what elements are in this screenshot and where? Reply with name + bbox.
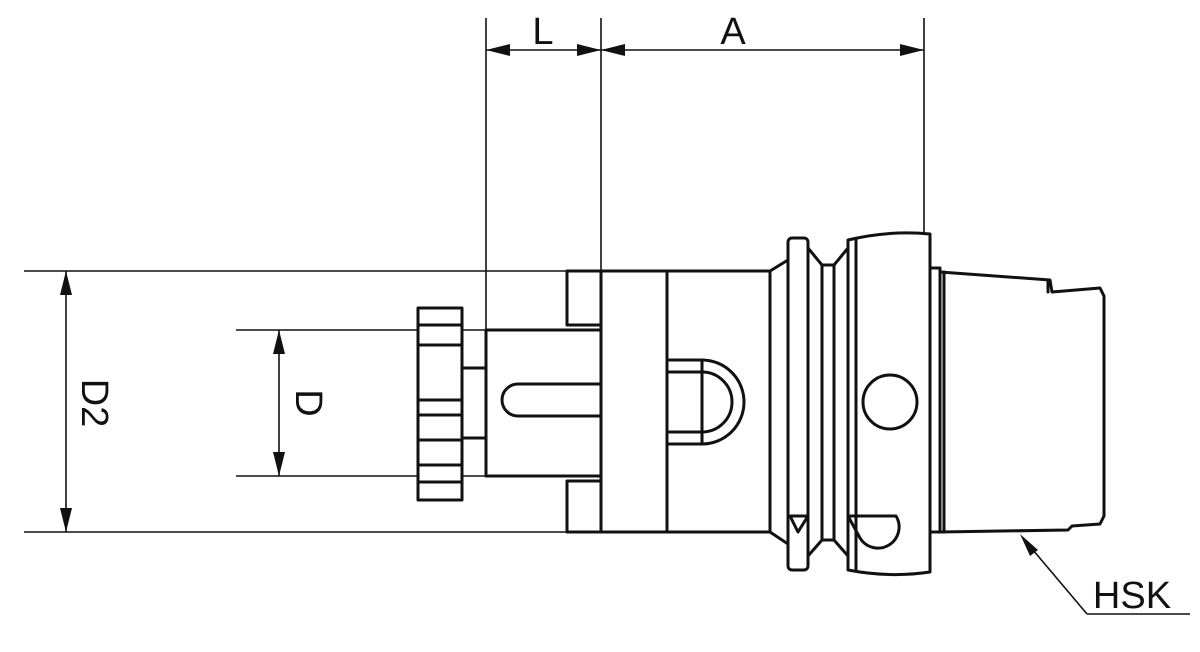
dimension-lines (24, 18, 925, 533)
hsk-shank (928, 266, 1106, 534)
clamping-nut (416, 306, 488, 502)
leader-HSK: HSK (1020, 534, 1190, 617)
label-HSK: HSK (1093, 575, 1171, 617)
label-L: L (532, 11, 553, 53)
coolant-hole-icon (861, 373, 919, 431)
dimension-L: L (486, 11, 601, 56)
dimension-A: A (601, 11, 924, 56)
tool-holder (416, 231, 1106, 577)
flange (565, 269, 669, 534)
label-D: D (287, 389, 329, 416)
dimension-D2: D2 (60, 271, 115, 532)
main-body (665, 258, 790, 546)
dimension-D: D (273, 330, 329, 476)
shank-section (484, 328, 603, 478)
label-D2: D2 (73, 379, 115, 428)
label-A: A (720, 11, 746, 53)
gripper-flange (786, 231, 932, 577)
